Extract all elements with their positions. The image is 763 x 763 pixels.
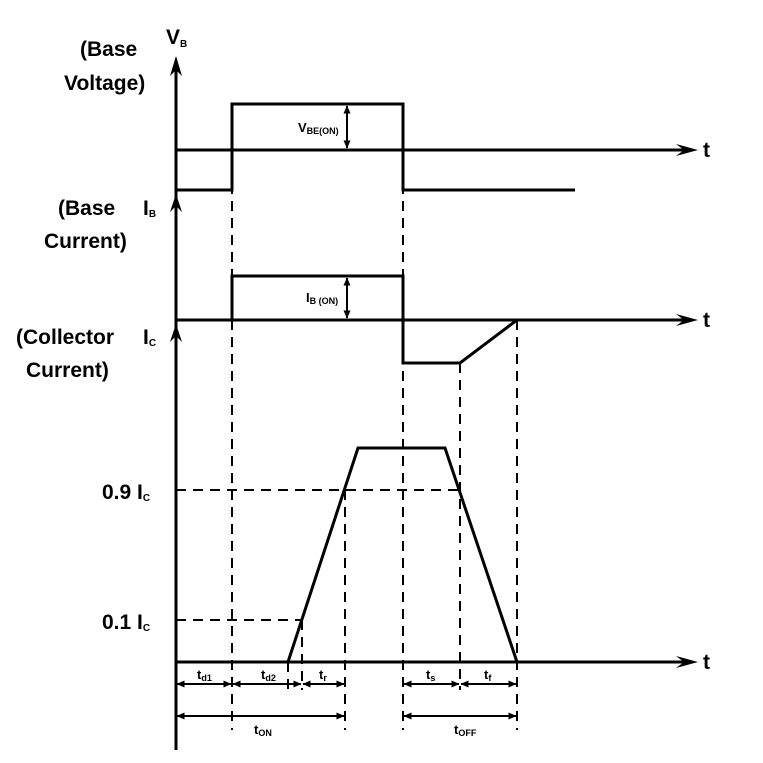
ib-time-axis-label: t: [703, 309, 710, 332]
vb-time-axis-arrow-icon: [676, 144, 698, 156]
level-09-label: 0.9 IC: [102, 481, 150, 504]
ib-on-label: IB (ON): [306, 290, 338, 306]
base-voltage-waveform: [176, 102, 575, 192]
toff-label: tOFF: [454, 722, 477, 738]
ic-time-axis-label: t: [703, 651, 710, 674]
collector-current-waveform: [176, 446, 519, 664]
ib-axis-label: IB: [143, 197, 156, 220]
td2-label: td2: [261, 667, 276, 683]
vb-time-axis-label: t: [703, 139, 710, 162]
ib-time-axis-arrow-icon: [676, 314, 698, 326]
vbe-on-label: VBE(ON): [298, 120, 339, 136]
base-current-label-line1: (Base: [58, 197, 115, 220]
ts-label: ts: [426, 667, 435, 683]
td1-label: td1: [197, 667, 212, 683]
tr-label: tr: [319, 667, 327, 683]
base-current-waveform: [230, 274, 518, 365]
vb-axis-label: VB: [166, 26, 187, 50]
ic-axis-label: IC: [143, 326, 156, 349]
vb-axis-arrow-icon: [170, 56, 182, 76]
ic-time-axis-arrow-icon: [676, 656, 698, 668]
ton-label: tON: [254, 722, 272, 738]
base-voltage-label-line1: (Base: [80, 38, 137, 61]
ib-axis-arrow-icon: [170, 194, 182, 212]
ic-axis-arrow-icon: [170, 324, 182, 342]
collector-current-label-line1: (Collector: [16, 326, 114, 349]
collector-current-label-line2: Current): [26, 359, 109, 382]
level-01-label: 0.1 IC: [102, 611, 150, 634]
base-current-label-line2: Current): [44, 230, 127, 253]
tf-label: tf: [484, 667, 492, 683]
base-voltage-label-line2: Voltage): [64, 72, 145, 95]
